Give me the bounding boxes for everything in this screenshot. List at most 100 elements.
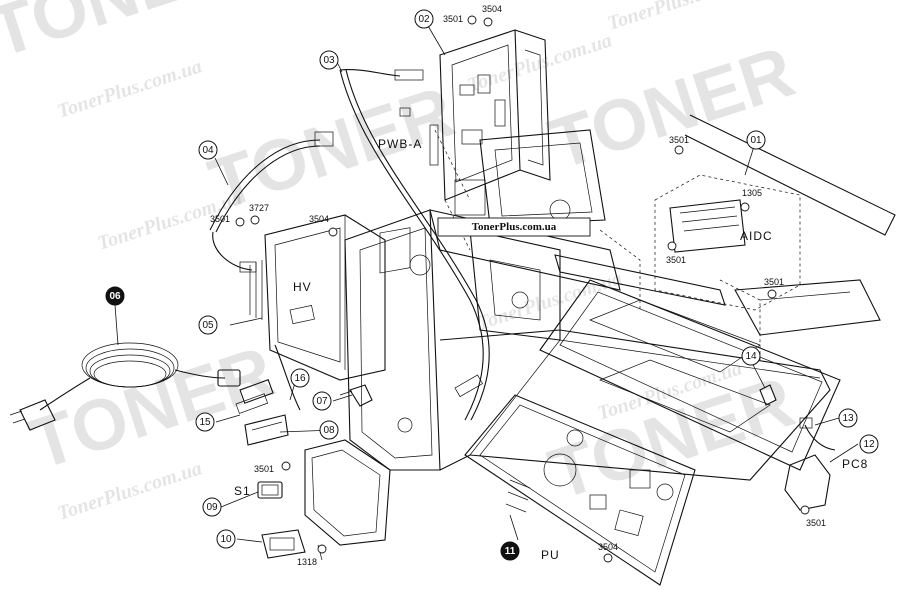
screw-icon <box>281 461 291 471</box>
callout-number: 12 <box>863 439 875 450</box>
screw-number: 3501 <box>806 518 826 528</box>
callout-bubble <box>198 140 218 160</box>
screw-icon <box>667 241 677 251</box>
screw-icon <box>317 544 327 554</box>
screw-number: 3501 <box>666 255 686 265</box>
screw-icon <box>674 145 684 155</box>
callout-bubble <box>319 50 339 70</box>
site-label-text: TonerPlus.com.ua <box>472 221 557 233</box>
callout-14: 14 <box>741 346 761 366</box>
callout-number: 10 <box>220 534 232 545</box>
watermark-brand: TONER <box>20 332 283 486</box>
callout-bubble <box>319 420 339 440</box>
callout-bubble <box>195 412 215 432</box>
callout-16: 16 <box>290 368 310 388</box>
callout-09: 09 <box>202 497 222 517</box>
callout-number: 08 <box>323 425 335 436</box>
screw-number: 3727 <box>249 203 269 213</box>
screw-icon <box>800 505 810 515</box>
screw-number: 3504 <box>309 214 329 224</box>
callout-bubble <box>290 368 310 388</box>
callout-number: 03 <box>323 55 335 66</box>
callout-bubble <box>859 434 879 454</box>
callout-number: 05 <box>202 320 214 331</box>
watermark-brand: TONER <box>0 0 243 73</box>
screws <box>235 15 810 563</box>
screw-icon <box>603 553 613 563</box>
callout-07: 07 <box>312 391 332 411</box>
callout-number: 13 <box>842 413 854 424</box>
callout-bubble <box>838 408 858 428</box>
callout-bubble <box>312 391 332 411</box>
callout-06: 06 <box>105 286 125 306</box>
screw-icon <box>328 227 338 237</box>
area-label-pu: PU <box>541 548 560 562</box>
main-frame <box>344 209 841 481</box>
callout-bubble <box>216 529 236 549</box>
callout-01: 01 <box>746 130 766 150</box>
callout-number: 14 <box>745 351 757 362</box>
switch-bracket <box>257 439 391 561</box>
pwb-a-assembly <box>399 29 606 251</box>
callout-02: 02 <box>414 9 434 29</box>
watermark-site: TonerPlus.com.ua <box>605 0 755 35</box>
callout-number: 07 <box>316 396 328 407</box>
callout-03: 03 <box>319 50 339 70</box>
pu-board <box>464 394 696 586</box>
callout-number: 15 <box>199 417 211 428</box>
callout-number: 16 <box>294 373 306 384</box>
callout-10: 10 <box>216 529 236 549</box>
power-cord <box>9 342 241 431</box>
site-label: TonerPlus.com.ua <box>437 217 591 237</box>
screw-number: 3501 <box>764 277 784 287</box>
screw-icon <box>235 217 245 227</box>
screw-icon <box>483 17 493 27</box>
screw-label-layer: 3501 3504 3501 3727 3504 3501 1305 3501 3501 3501… <box>210 4 826 567</box>
hv-unit <box>249 214 386 381</box>
area-label-pc8: PC8 <box>842 457 868 471</box>
screw-number: 3504 <box>482 4 502 14</box>
screw-number: 3501 <box>254 464 274 474</box>
screw-icon <box>250 215 260 225</box>
callout-12: 12 <box>859 434 879 454</box>
screw-number: 3501 <box>443 14 463 24</box>
callout-05: 05 <box>198 315 218 335</box>
callout-bubble <box>746 130 766 150</box>
screw-number: 1305 <box>742 188 762 198</box>
screw-icon <box>767 289 777 299</box>
area-label-aidc: AIDC <box>740 229 773 243</box>
callout-13: 13 <box>838 408 858 428</box>
callout-number: 02 <box>418 14 430 25</box>
callout-bubble <box>414 9 434 29</box>
leader-lines <box>114 18 859 543</box>
screw-icon <box>740 202 750 212</box>
callout-15: 15 <box>195 412 215 432</box>
harness-03 <box>339 69 490 421</box>
screw-number: 3501 <box>210 214 230 224</box>
area-labels: PWB-A HV AIDC PC8 S1 PU <box>234 137 868 562</box>
right-parts <box>734 279 881 511</box>
screw-icon <box>467 15 477 25</box>
callout-08: 08 <box>319 420 339 440</box>
small-parts-left <box>235 344 373 446</box>
screw-number: 3501 <box>669 135 689 145</box>
callout-11: 11 <box>500 541 520 561</box>
callout-bubble <box>202 497 222 517</box>
watermark-site: TonerPlus.com.ua <box>55 55 205 122</box>
screw-number: 3504 <box>598 542 618 552</box>
area-label-hv: HV <box>293 280 312 294</box>
callout-number: 01 <box>750 135 762 146</box>
callout-bubble <box>198 315 218 335</box>
callout-number: 04 <box>202 145 214 156</box>
callout-bubble <box>105 286 125 306</box>
aidc-sensor <box>654 114 896 311</box>
callout-bubble <box>741 346 761 366</box>
callout-04: 04 <box>198 140 218 160</box>
callout-number: 06 <box>109 291 121 302</box>
callout-number: 09 <box>206 502 218 513</box>
callout-number: 11 <box>505 546 516 557</box>
callout-bubble <box>500 541 520 561</box>
area-label-pwb-a: PWB-A <box>378 137 422 151</box>
area-label-s1: S1 <box>234 484 251 498</box>
